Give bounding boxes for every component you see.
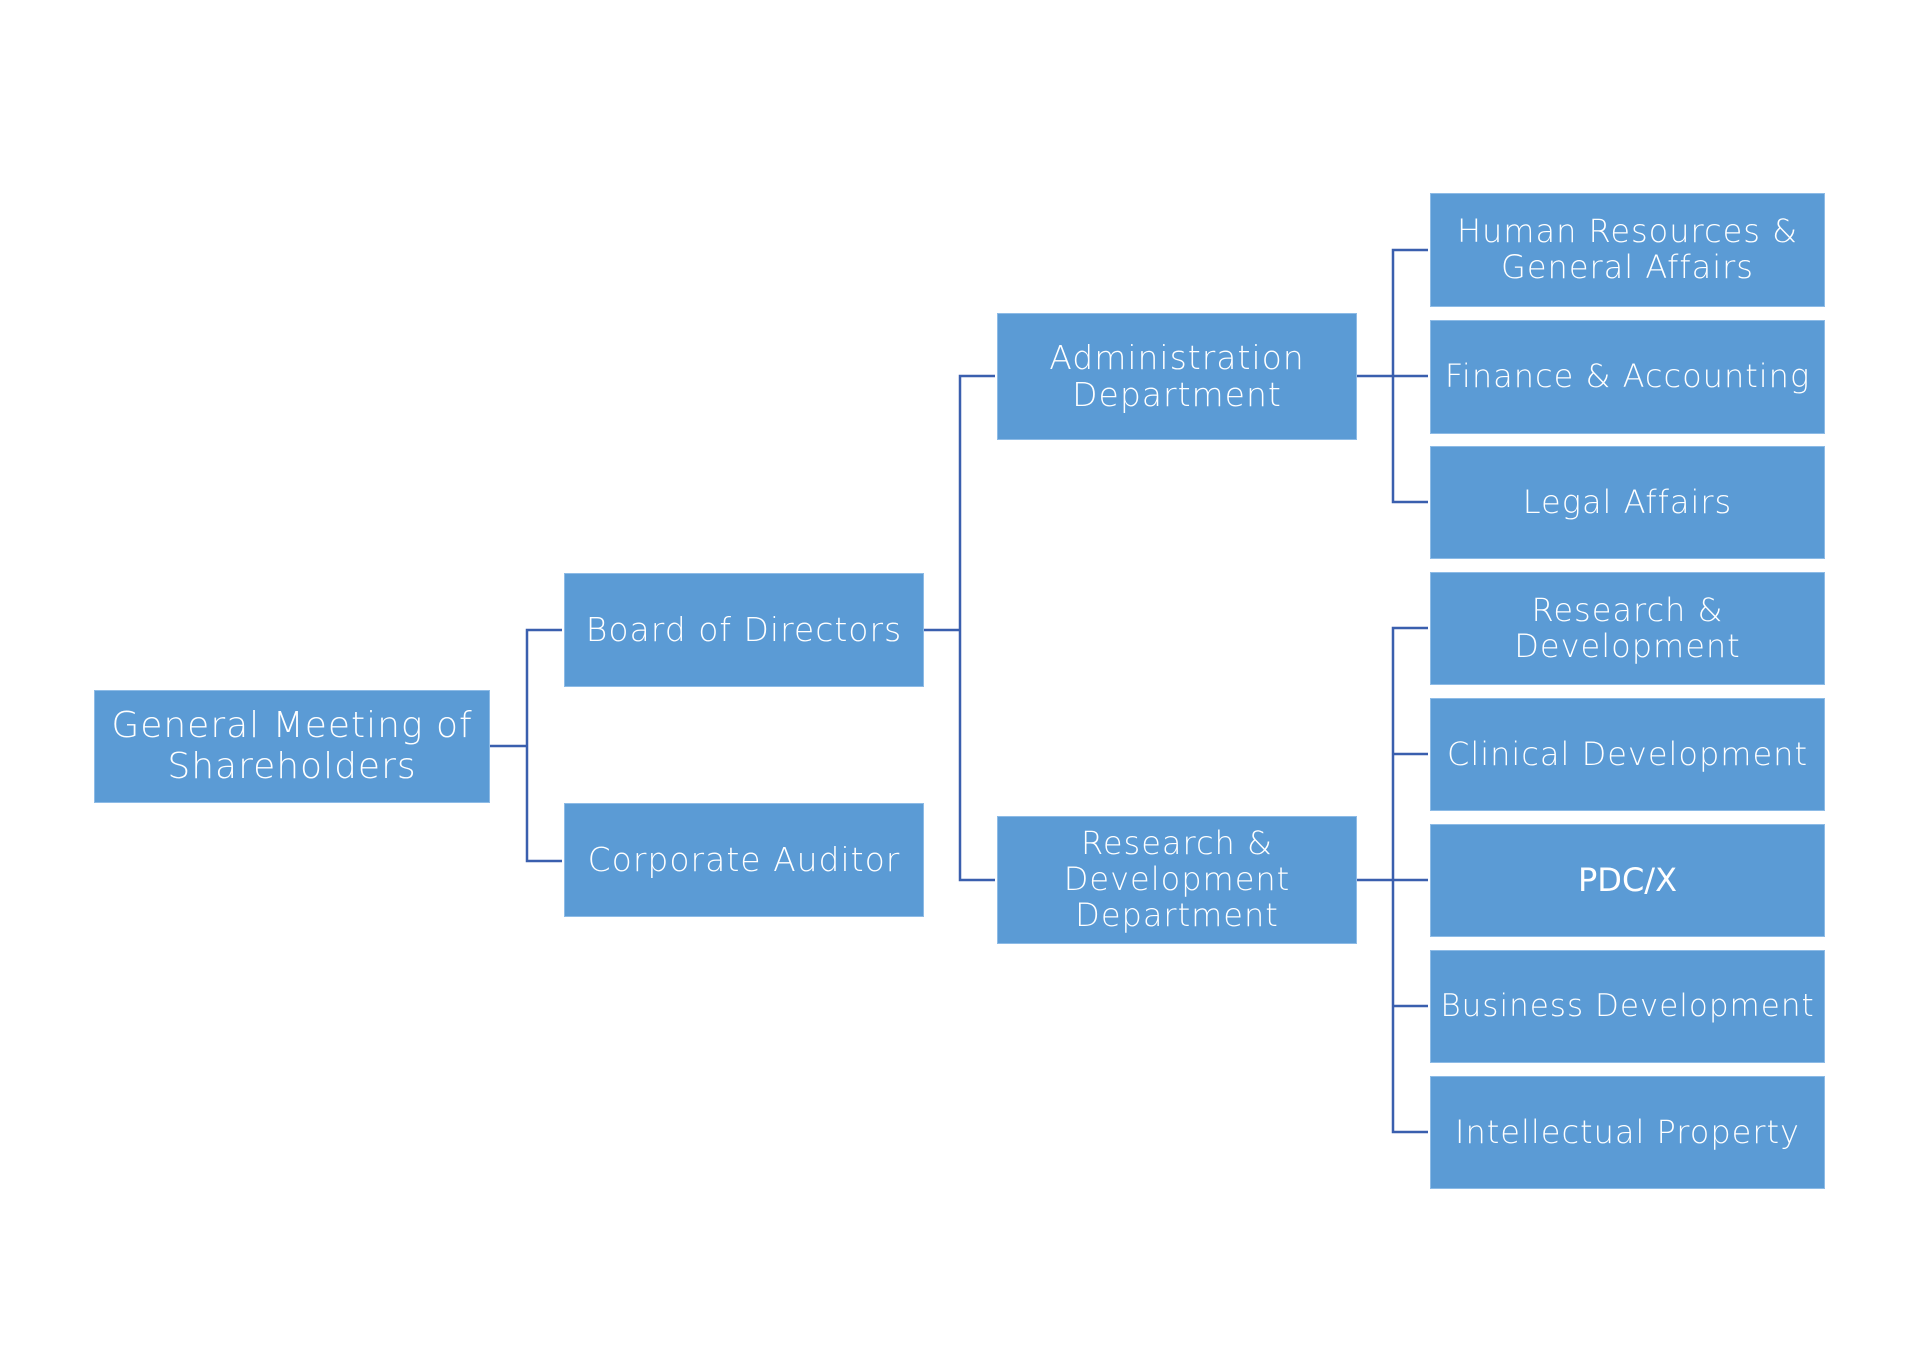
node-label: Clinical Development xyxy=(1447,734,1808,773)
connector-admin-bracket xyxy=(1391,248,1428,504)
node-administration-department[interactable]: Administration Department xyxy=(997,313,1357,440)
node-research-development-department[interactable]: Research & Development Department xyxy=(997,816,1357,944)
node-label: Business Development xyxy=(1440,988,1815,1025)
node-label: PDC/X xyxy=(1578,860,1677,899)
connector-board-bracket xyxy=(958,374,995,882)
node-label: Board of Directors xyxy=(585,609,903,649)
node-general-meeting-of-shareholders[interactable]: General Meeting of Shareholders xyxy=(94,690,490,803)
node-label: Intellectual Property xyxy=(1455,1112,1800,1151)
node-research-development[interactable]: Research & Development xyxy=(1430,572,1825,685)
node-label: Legal Affairs xyxy=(1522,482,1733,521)
node-label: Research & Development xyxy=(1514,590,1741,665)
node-legal-affairs[interactable]: Legal Affairs xyxy=(1430,446,1825,559)
node-clinical-development[interactable]: Clinical Development xyxy=(1430,698,1825,811)
node-intellectual-property[interactable]: Intellectual Property xyxy=(1430,1076,1825,1189)
node-corporate-auditor[interactable]: Corporate Auditor xyxy=(564,803,924,917)
node-business-development[interactable]: Business Development xyxy=(1430,950,1825,1063)
node-label: Research & Development Department xyxy=(1063,824,1291,934)
node-label: General Meeting of Shareholders xyxy=(111,705,473,787)
node-pdc-x[interactable]: PDC/X xyxy=(1430,824,1825,937)
node-label: Human Resources & General Affairs xyxy=(1456,212,1799,286)
connector-rnd-bracket xyxy=(1391,626,1428,1134)
node-label: Finance & Accounting xyxy=(1444,357,1811,396)
node-label: Corporate Auditor xyxy=(587,839,901,879)
node-board-of-directors[interactable]: Board of Directors xyxy=(564,573,924,687)
node-finance-accounting[interactable]: Finance & Accounting xyxy=(1430,320,1825,434)
node-human-resources-general-affairs[interactable]: Human Resources & General Affairs xyxy=(1430,193,1825,307)
node-label: Administration Department xyxy=(1049,337,1305,414)
connector-gms-bracket xyxy=(525,628,562,863)
